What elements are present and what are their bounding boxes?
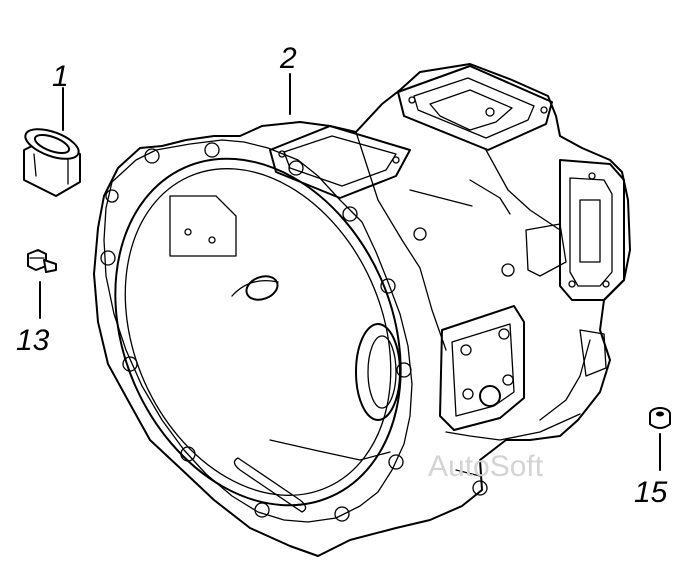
part-13-bolt — [27, 249, 57, 273]
callout-1: 1 — [52, 60, 69, 93]
callout-2: 2 — [279, 42, 297, 75]
part-15-plug — [649, 407, 671, 429]
watermark: AutoSoft — [428, 450, 544, 483]
callout-13: 13 — [16, 324, 50, 357]
part-2-transmission-housing — [93, 63, 631, 557]
part-1-bushing — [23, 128, 81, 197]
callout-15: 15 — [634, 476, 668, 509]
